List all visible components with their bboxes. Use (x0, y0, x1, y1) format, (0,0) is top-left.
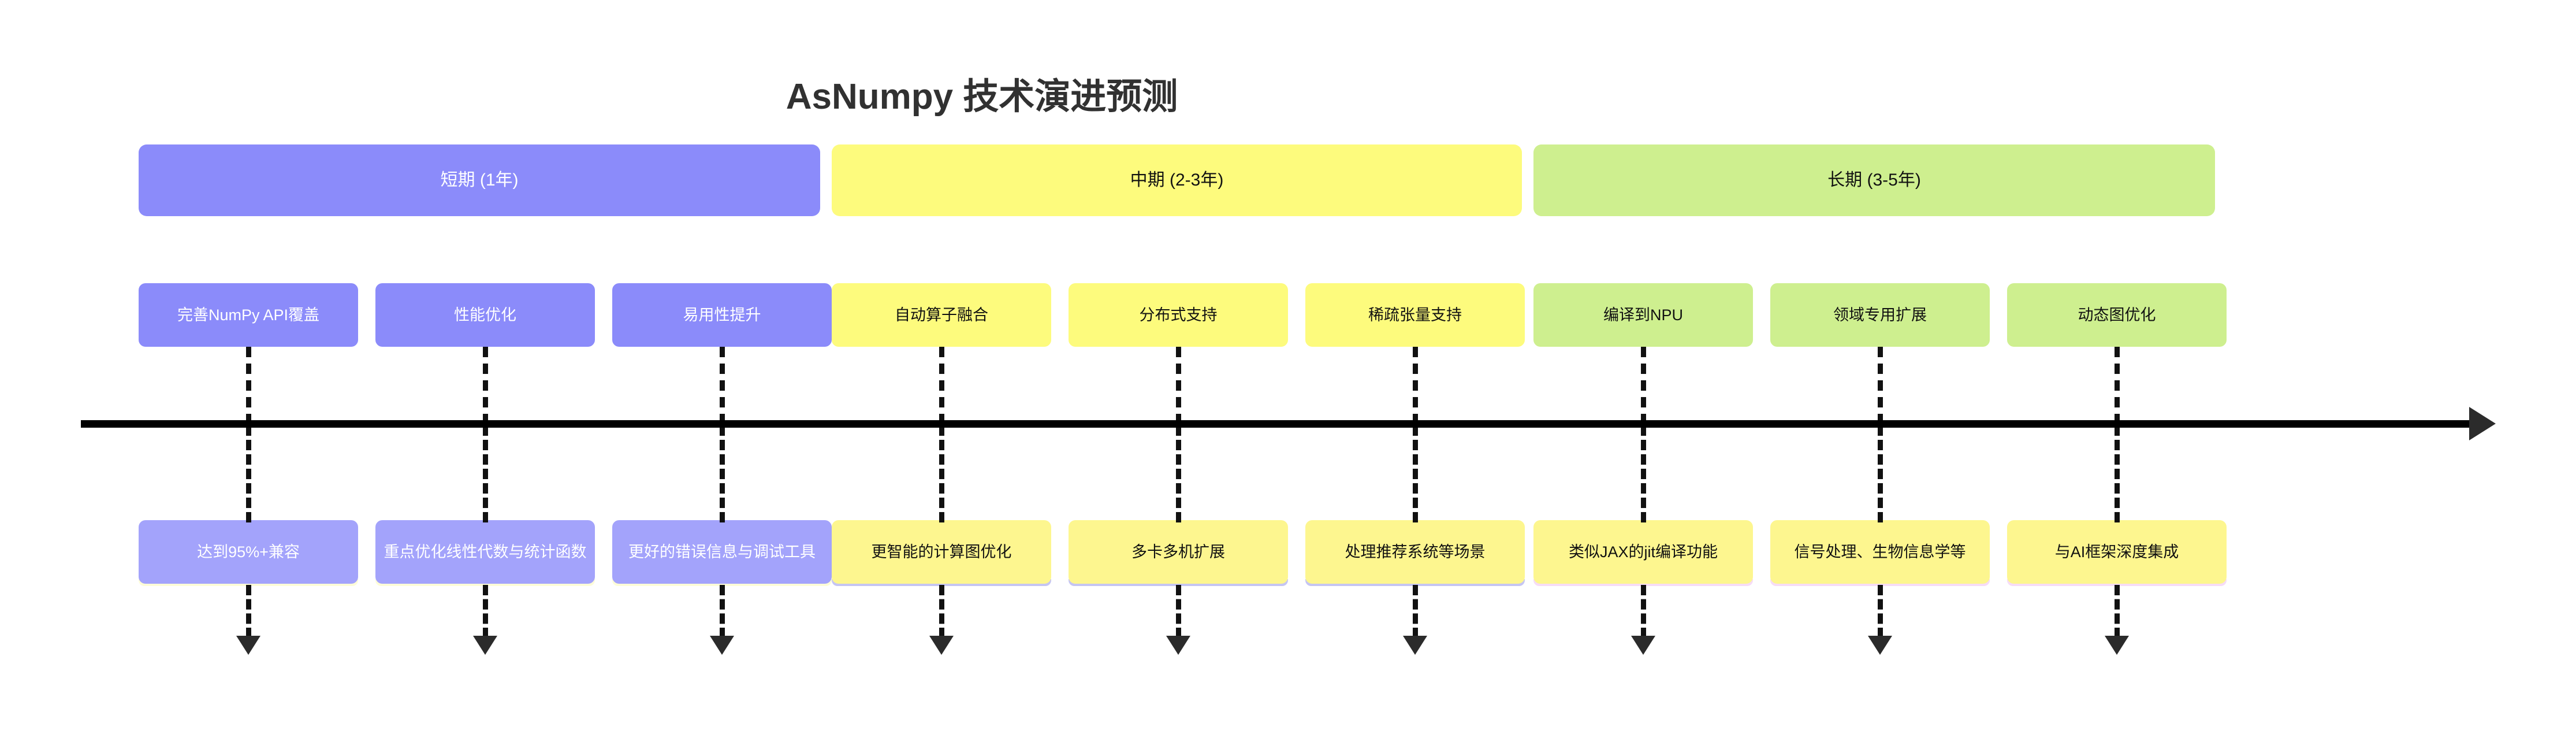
connector-axis-to-detail (1641, 425, 1646, 522)
connector-detail-tail (2115, 585, 2120, 638)
feature-box-label: 动态图优化 (2078, 306, 2156, 324)
connector-feature-to-axis (1176, 347, 1181, 424)
connector-arrow-down-icon (1403, 636, 1427, 655)
feature-box[interactable]: 易用性提升 (612, 283, 832, 347)
feature-box[interactable]: 动态图优化 (2007, 283, 2227, 347)
connector-feature-to-axis (483, 347, 488, 424)
detail-box[interactable]: 类似JAX的jit编译功能 (1533, 520, 1753, 584)
detail-box[interactable]: 重点优化线性代数与统计函数 (375, 520, 595, 584)
detail-box-label: 与AI框架深度集成 (2054, 543, 2179, 561)
connector-feature-to-axis (720, 347, 725, 424)
phase-header-label: 短期 (1年) (440, 170, 519, 190)
detail-box-label: 处理推荐系统等场景 (1345, 543, 1486, 561)
feature-box-label: 编译到NPU (1603, 306, 1683, 324)
connector-detail-tail (720, 585, 725, 638)
connector-detail-tail (1641, 585, 1646, 638)
connector-feature-to-axis (1413, 347, 1418, 424)
connector-arrow-down-icon (2105, 636, 2129, 655)
page-title: AsNumpy 技术演进预测 (786, 77, 1178, 117)
connector-axis-to-detail (939, 425, 944, 522)
connector-axis-to-detail (483, 425, 488, 522)
connector-feature-to-axis (246, 347, 251, 424)
connector-arrow-down-icon (1868, 636, 1892, 655)
connector-axis-to-detail (246, 425, 251, 522)
feature-box[interactable]: 完善NumPy API覆盖 (139, 283, 358, 347)
connector-axis-to-detail (1176, 425, 1181, 522)
connector-feature-to-axis (1641, 347, 1646, 424)
detail-box[interactable]: 处理推荐系统等场景 (1305, 520, 1525, 584)
detail-box[interactable]: 更好的错误信息与调试工具 (612, 520, 832, 584)
phase-header-label: 长期 (3-5年) (1827, 170, 1921, 190)
phase-header-short[interactable]: 短期 (1年) (139, 144, 820, 216)
phase-header-long[interactable]: 长期 (3-5年) (1533, 144, 2215, 216)
feature-box-label: 性能优化 (454, 306, 516, 324)
detail-box[interactable]: 达到95%+兼容 (139, 520, 358, 584)
detail-box-label: 信号处理、生物信息学等 (1794, 543, 1966, 561)
detail-box[interactable]: 信号处理、生物信息学等 (1770, 520, 1990, 584)
connector-detail-tail (483, 585, 488, 638)
connector-axis-to-detail (1413, 425, 1418, 522)
connector-arrow-down-icon (1166, 636, 1190, 655)
connector-arrow-down-icon (710, 636, 734, 655)
feature-box[interactable]: 性能优化 (375, 283, 595, 347)
connector-arrow-down-icon (929, 636, 954, 655)
detail-box-label: 更智能的计算图优化 (871, 543, 1012, 561)
feature-box-label: 自动算子融合 (895, 306, 988, 324)
detail-box[interactable]: 与AI框架深度集成 (2007, 520, 2227, 584)
connector-axis-to-detail (2115, 425, 2120, 522)
feature-box-label: 稀疏张量支持 (1368, 306, 1462, 324)
connector-feature-to-axis (1878, 347, 1883, 424)
phase-header-mid[interactable]: 中期 (2-3年) (832, 144, 1522, 216)
feature-box[interactable]: 编译到NPU (1533, 283, 1753, 347)
detail-box-label: 更好的错误信息与调试工具 (628, 543, 816, 561)
detail-box-label: 达到95%+兼容 (197, 543, 300, 561)
feature-box-label: 易用性提升 (683, 306, 761, 324)
detail-box-label: 类似JAX的jit编译功能 (1568, 543, 1718, 561)
connector-detail-tail (1878, 585, 1883, 638)
feature-box[interactable]: 分布式支持 (1069, 283, 1288, 347)
feature-box-label: 完善NumPy API覆盖 (177, 306, 320, 324)
feature-box-label: 分布式支持 (1139, 306, 1218, 324)
timeline-axis-line (81, 420, 2472, 428)
feature-box[interactable]: 稀疏张量支持 (1305, 283, 1525, 347)
detail-box[interactable]: 更智能的计算图优化 (832, 520, 1051, 584)
detail-box[interactable]: 多卡多机扩展 (1069, 520, 1288, 584)
phase-header-label: 中期 (2-3年) (1130, 170, 1224, 190)
connector-detail-tail (1176, 585, 1181, 638)
connector-detail-tail (939, 585, 944, 638)
detail-box-label: 重点优化线性代数与统计函数 (384, 543, 587, 561)
connector-feature-to-axis (2115, 347, 2120, 424)
feature-box[interactable]: 自动算子融合 (832, 283, 1051, 347)
connector-arrow-down-icon (236, 636, 260, 655)
connector-axis-to-detail (720, 425, 725, 522)
connector-feature-to-axis (939, 347, 944, 424)
connector-detail-tail (1413, 585, 1418, 638)
feature-box[interactable]: 领域专用扩展 (1770, 283, 1990, 347)
timeline-arrow-icon (2469, 407, 2496, 440)
connector-axis-to-detail (1878, 425, 1883, 522)
connector-arrow-down-icon (1631, 636, 1655, 655)
detail-box-label: 多卡多机扩展 (1131, 543, 1225, 561)
feature-box-label: 领域专用扩展 (1833, 306, 1927, 324)
connector-detail-tail (246, 585, 251, 638)
connector-arrow-down-icon (473, 636, 497, 655)
